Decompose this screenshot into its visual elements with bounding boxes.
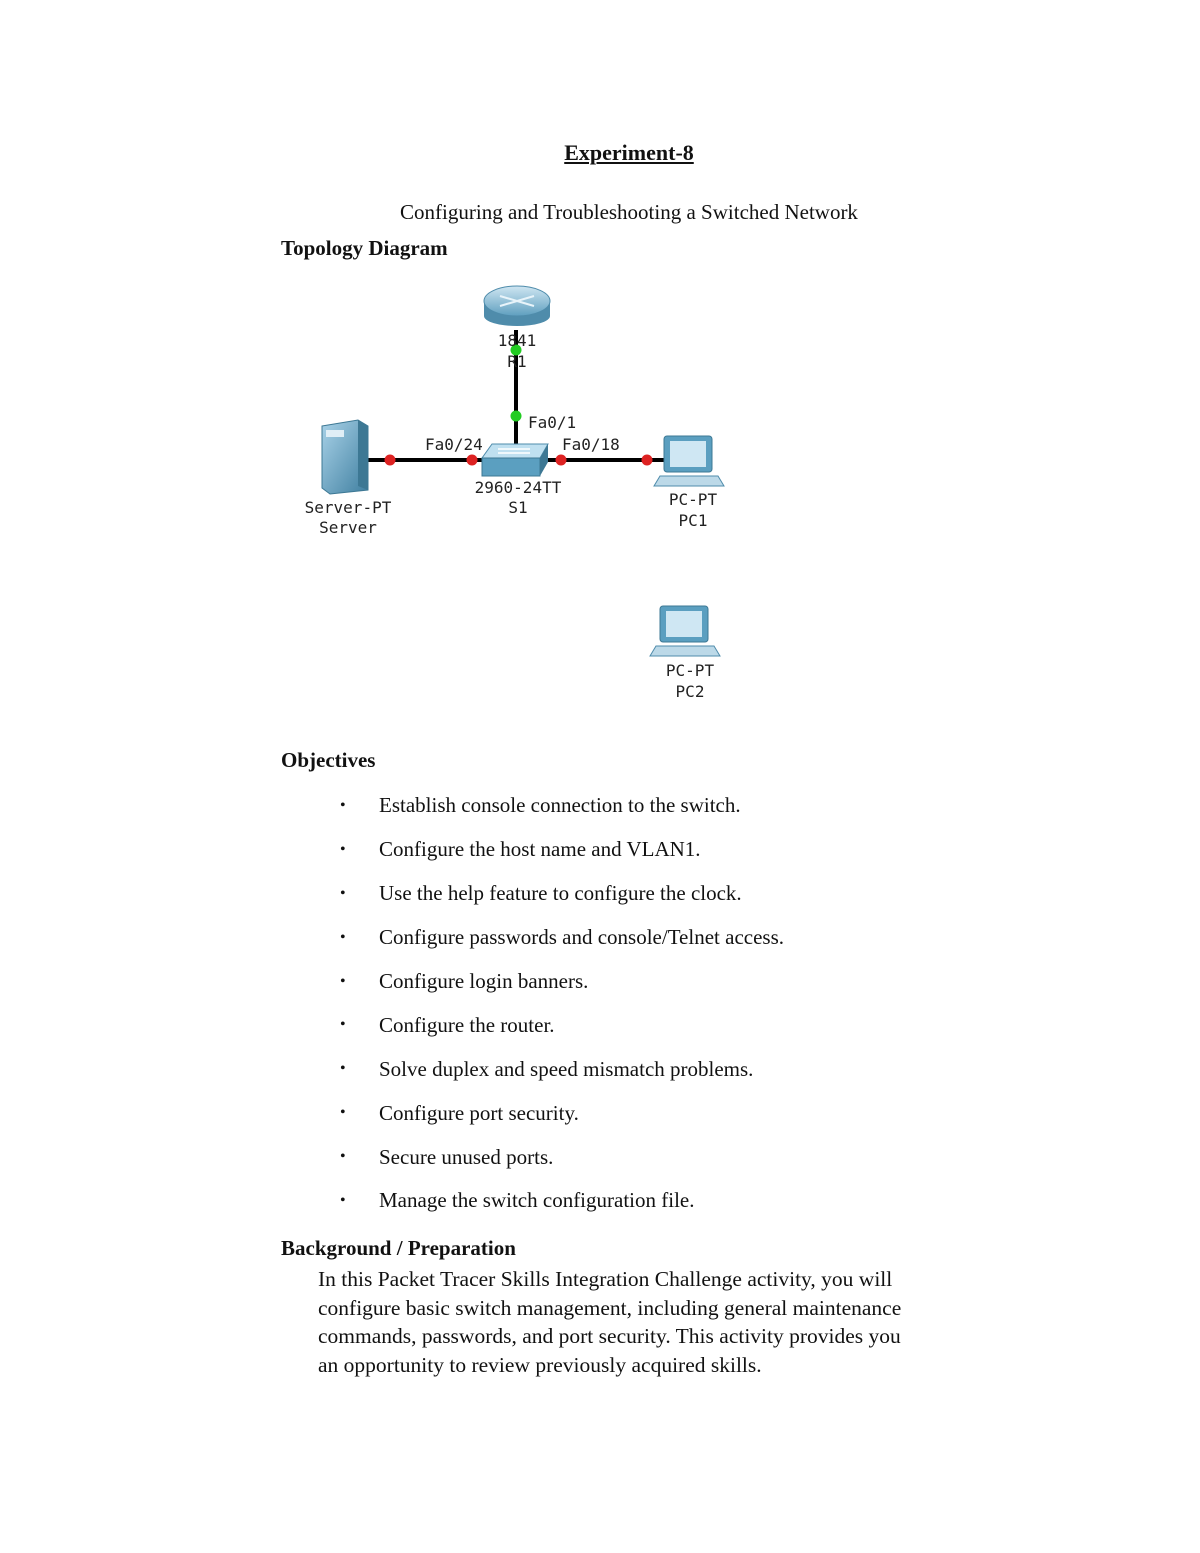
switch-icon bbox=[481, 443, 549, 477]
port-label-fa018: Fa0/18 bbox=[562, 435, 620, 454]
list-item: • Configure port security. bbox=[340, 1091, 784, 1135]
server-name-label: Server bbox=[319, 518, 377, 537]
objective-text: Configure port security. bbox=[379, 1100, 579, 1125]
objective-text: Manage the switch configuration file. bbox=[379, 1188, 695, 1213]
bullet: • bbox=[340, 1191, 346, 1209]
background-paragraph: In this Packet Tracer Skills Integration… bbox=[318, 1267, 902, 1378]
document-subtitle: Configuring and Troubleshooting a Switch… bbox=[400, 200, 858, 224]
bullet: • bbox=[340, 1104, 346, 1122]
list-item: • Manage the switch configuration file. bbox=[340, 1179, 784, 1223]
list-item: • Establish console connection to the swi… bbox=[340, 784, 784, 828]
objectives-heading: Objectives bbox=[281, 748, 376, 772]
pc1-model-label: PC-PT bbox=[669, 490, 718, 509]
background-heading: Background / Preparation bbox=[281, 1236, 516, 1260]
port-label-fa01: Fa0/1 bbox=[528, 413, 576, 432]
objective-text: Configure the router. bbox=[379, 1012, 555, 1037]
status-dot-router bbox=[510, 344, 522, 356]
document-title: Experiment-8 bbox=[564, 140, 694, 165]
list-item: • Configure the host name and VLAN1. bbox=[340, 828, 784, 872]
objective-text: Solve duplex and speed mismatch problems… bbox=[379, 1056, 754, 1081]
topology-heading: Topology Diagram bbox=[281, 236, 448, 260]
bullet: • bbox=[340, 884, 346, 902]
status-dot-switch-fa018 bbox=[555, 454, 567, 466]
server-model-label: Server-PT bbox=[305, 498, 392, 517]
objective-text: Secure unused ports. bbox=[379, 1144, 554, 1169]
switch-model-label: 2960-24TT bbox=[475, 478, 562, 497]
link-status-dots bbox=[384, 344, 653, 466]
list-item: • Secure unused ports. bbox=[340, 1135, 784, 1179]
status-dot-server bbox=[384, 454, 396, 466]
list-item: • Configure passwords and console/Telnet … bbox=[340, 916, 784, 960]
bullet: • bbox=[340, 1016, 346, 1034]
router-icon bbox=[483, 285, 551, 326]
pc1-name-label: PC1 bbox=[679, 511, 708, 530]
bullet: • bbox=[340, 972, 346, 990]
status-dot-switch-fa024 bbox=[466, 454, 478, 466]
list-item: • Configure the router. bbox=[340, 1003, 784, 1047]
pc2-model-label: PC-PT bbox=[666, 661, 715, 680]
bullet: • bbox=[340, 840, 346, 858]
objective-text: Configure login banners. bbox=[379, 969, 589, 993]
switch-name-label: S1 bbox=[508, 498, 527, 517]
status-dot-pc1 bbox=[641, 454, 653, 466]
bullet: • bbox=[340, 796, 346, 814]
bullet: • bbox=[340, 1060, 346, 1078]
pc2-name-label: PC2 bbox=[676, 682, 705, 701]
list-item: • Solve duplex and speed mismatch problem… bbox=[340, 1047, 784, 1091]
router-name-label: R1 bbox=[507, 352, 526, 371]
pc1-icon bbox=[653, 435, 725, 487]
list-item: • Use the help feature to configure the c… bbox=[340, 872, 784, 916]
bullet: • bbox=[340, 1148, 346, 1166]
status-dot-switch-fa01 bbox=[510, 410, 522, 422]
bullet: • bbox=[340, 928, 346, 946]
list-item: • Configure login banners. bbox=[340, 960, 784, 1004]
objective-text: Configure the host name and VLAN1. bbox=[379, 837, 701, 862]
objective-text: Configure passwords and console/Telnet a… bbox=[379, 925, 784, 950]
objectives-list: • Establish console connection to the swi… bbox=[340, 784, 784, 1223]
pc2-icon bbox=[649, 605, 721, 657]
objective-text: Use the help feature to configure the cl… bbox=[379, 881, 742, 906]
server-icon bbox=[321, 419, 369, 495]
router-model-label: 1841 bbox=[498, 331, 537, 350]
objective-text: Establish console connection to the swit… bbox=[379, 793, 741, 818]
topology-diagram: 1841 R1 Fa0/1 Fa0/24 Fa0/18 2960-24TT S1… bbox=[305, 285, 725, 701]
port-label-fa024: Fa0/24 bbox=[425, 435, 483, 454]
